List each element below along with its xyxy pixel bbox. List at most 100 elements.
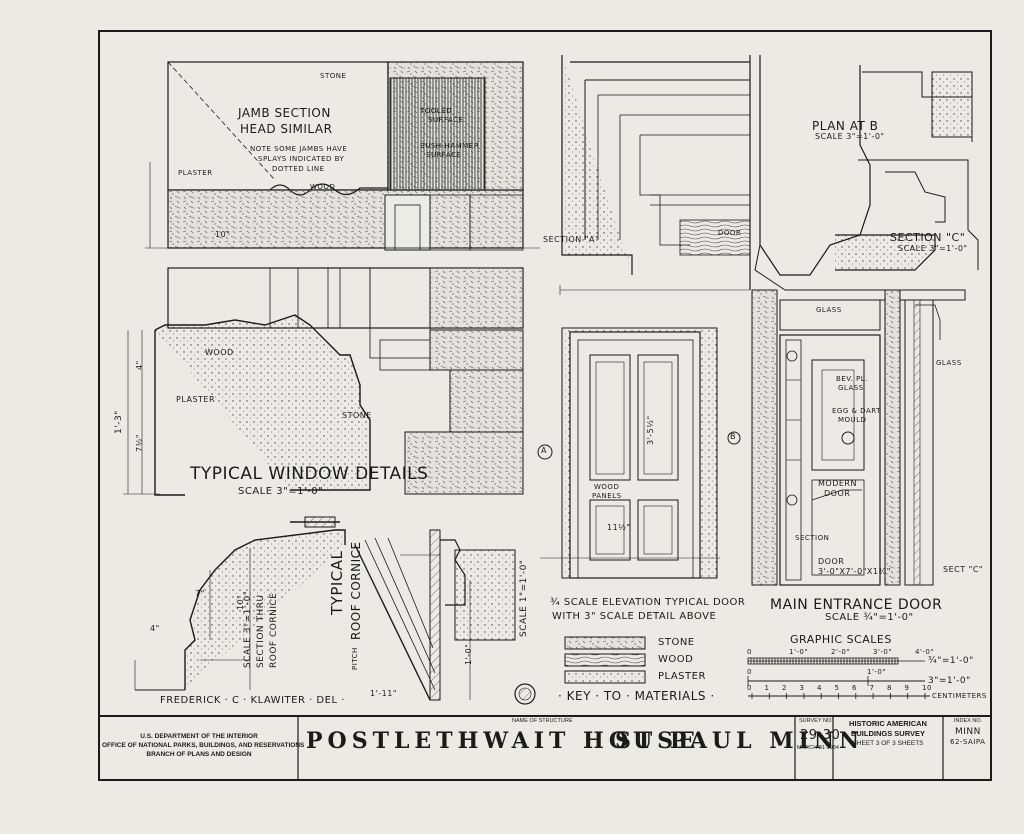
scale-row-3-tick-label: 4: [817, 684, 822, 692]
name-of-structure-label: NAME OF STRUCTURE: [512, 718, 573, 724]
scale-row-1-tick-label: 2'-0": [831, 648, 851, 656]
centimeter-scale-ticks: [751, 693, 926, 699]
main-entrance-drawing: [727, 289, 941, 586]
section-marker-a: A: [541, 446, 547, 455]
key-to-materials-title: · KEY · TO · MATERIALS ·: [558, 689, 715, 703]
dim-7-window: 7½": [135, 433, 144, 452]
glass-label-transom: GLASS: [816, 306, 842, 314]
modern-door-label-1: MODERN: [818, 479, 857, 488]
structure-name: POSTLETHWAIT HOUSE: [306, 728, 700, 754]
pitch-label: PITCH: [351, 647, 359, 670]
jamb-note-line-3: DOTTED LINE: [272, 165, 325, 173]
dim-10-cornice: 10": [236, 594, 245, 610]
bush-hammer-label-2: SURFACE: [426, 151, 462, 159]
jamb-section-title: JAMB SECTION: [238, 106, 331, 120]
egg-dart-label-1: EGG & DART: [832, 407, 881, 415]
agency-line-2: OFFICE OF NATIONAL PARKS, BUILDINGS, AND…: [102, 742, 305, 749]
dim-3-door: 3'-5½": [646, 415, 655, 445]
survey-seal: [514, 683, 536, 705]
scale-row-2-tick-label: 1'-0": [867, 668, 887, 676]
dim-1-3-window: 1'-3": [114, 410, 124, 434]
scale-row-3-tick-label: 6: [852, 684, 857, 692]
index-no-label: INDEX NO.: [954, 718, 983, 724]
typical-label: TYPICAL: [328, 550, 346, 615]
delineator-credit: FREDERICK · C · KLAWITER · DEL ·: [160, 695, 345, 706]
survey-no: 29-30: [800, 728, 841, 743]
key-stone-label: STONE: [658, 637, 695, 648]
scale-row-3-tick-label: 9: [904, 684, 910, 692]
stone-label-top: STONE: [320, 72, 347, 80]
dim-11-door: 11½": [607, 523, 631, 532]
scale-row-3-label: CENTIMETERS: [932, 692, 987, 700]
door-elevation-drawing: [537, 327, 720, 579]
door-caption-1: ¾ SCALE ELEVATION TYPICAL DOOR: [550, 597, 746, 608]
scale-row-3-tick-label: 8: [887, 684, 892, 692]
cornice-section-label-2: ROOF CORNICE: [269, 592, 279, 668]
section-label-entrance: SECTION: [795, 534, 830, 542]
plan-at-b-scale: SCALE 3"=1'-0": [815, 132, 885, 141]
dim-1-11: 1'-11": [370, 689, 398, 698]
index-line-1: MINN: [955, 727, 981, 737]
cornice-section-label-1: SECTION THRU: [256, 594, 266, 668]
cornice-section-drawing: [134, 516, 346, 691]
scale-row-1-tick-label: 0: [747, 648, 752, 656]
key-plaster-label: PLASTER: [658, 671, 706, 682]
scale-row-3-tick-label: 10: [922, 684, 932, 692]
glass-label-side: GLASS: [936, 359, 962, 367]
plaster-label-top: PLASTER: [178, 169, 213, 177]
door-caption-2: WITH 3" SCALE DETAIL ABOVE: [552, 611, 717, 622]
scale-row-3-tick-label: 2: [782, 684, 787, 692]
head-similar-label: HEAD SIMILAR: [240, 122, 333, 136]
graphic-scales: [747, 657, 930, 697]
agency-line-1: U.S. DEPARTMENT OF THE INTERIOR: [140, 733, 258, 740]
title-block-frame: [98, 715, 992, 781]
scale-row-1-tick-label: 4'-0": [915, 648, 935, 656]
sheet-number: SHEET 3 OF 3 SHEETS: [852, 740, 924, 747]
tooled-label-1: TOOLED: [420, 107, 453, 115]
key-wood-label: WOOD: [658, 654, 694, 665]
door-detail-drawing: [559, 55, 751, 295]
wood-label-mid: WOOD: [205, 348, 234, 357]
egg-dart-label-2: MOULD: [838, 416, 867, 424]
section-marker-b: B: [730, 432, 736, 441]
jamb-section-drawing: [145, 61, 540, 251]
graphic-scales-title: GRAPHIC SCALES: [790, 633, 892, 646]
scale-row-3-tick-label: 1: [764, 684, 770, 692]
survey-date: MARCH 31-1934: [797, 745, 839, 751]
window-details-title: TYPICAL WINDOW DETAILS: [190, 464, 429, 484]
section-a-label: SECTION "A": [543, 235, 600, 244]
plan-at-b-title: PLAN AT B: [812, 119, 879, 133]
cornice-section-scale: SCALE 3"=1'-0": [243, 590, 253, 668]
scale-row-1-label: ¾"=1'-0": [928, 656, 974, 666]
dim-4-window: 4": [135, 360, 144, 370]
jamb-note-line-2: SPLAYS INDICATED BY: [258, 155, 345, 163]
scale-row-3-tick-label: 0: [747, 684, 752, 692]
roof-cornice-drawing: [354, 529, 516, 701]
sect-c-marker: SECT "C": [943, 565, 984, 574]
bev-pl-label-1: BEV. PL.: [836, 375, 868, 383]
structure-location: ST PAUL MINN: [615, 728, 865, 754]
section-c-scale: SCALE 3"=1'-0": [898, 244, 968, 253]
door-size-label-2: 3'-0"X7'-0"X1¾": [818, 567, 891, 576]
main-entrance-title: MAIN ENTRANCE DOOR: [770, 597, 943, 613]
survey-no-label: SURVEY NO.: [799, 718, 833, 724]
habs-line-2: BUILDINGS SURVEY: [850, 729, 926, 738]
dim-4-cornice: 4": [150, 624, 160, 633]
scale-row-3-tick-label: 5: [834, 684, 840, 692]
section-c-title: SECTION "C": [890, 231, 966, 244]
plan-at-b-drawing: [754, 55, 979, 301]
wood-panels-label-1: WOOD: [594, 483, 620, 491]
plaster-label-mid: PLASTER: [176, 395, 216, 404]
window-details-scale: SCALE 3"=1'-0": [238, 486, 324, 497]
roof-cornice-label: ROOF CORNICE: [349, 541, 363, 640]
index-line-2: 62-SAIPA: [950, 738, 986, 746]
agency-line-3: BRANCH OF PLANS AND DESIGN: [146, 751, 252, 758]
door-size-label-1: DOOR: [818, 557, 845, 566]
scale-row-1-tick-label: 3'-0": [873, 648, 893, 656]
dim-10-window: 10": [215, 230, 231, 239]
scale-row-3-tick-label: 7: [869, 684, 875, 692]
scale-row-2-label: 3"=1'-0": [928, 676, 971, 686]
habs-line-1: HISTORIC AMERICAN: [849, 719, 927, 728]
tooled-label-2: SURFACE: [428, 116, 464, 124]
